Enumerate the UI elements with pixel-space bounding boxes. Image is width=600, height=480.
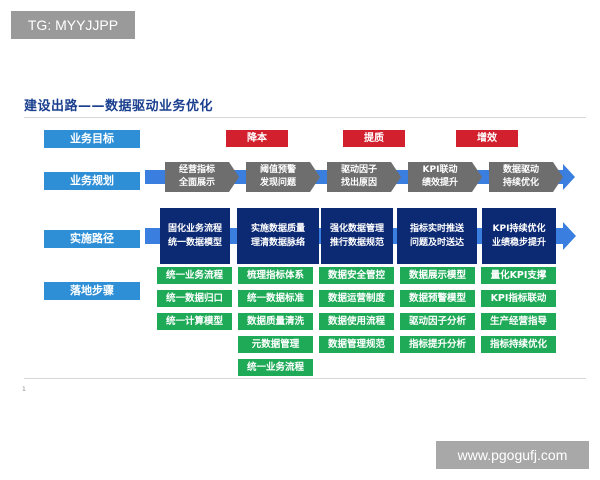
step-item: 统一业务流程 <box>238 359 313 376</box>
path-box-5: KPI持续优化业绩稳步提升 <box>482 208 556 264</box>
goal-cost: 降本 <box>226 130 288 147</box>
title-divider <box>24 117 586 118</box>
step-item: 数据管理规范 <box>319 336 394 353</box>
goal-efficiency: 增效 <box>456 130 518 147</box>
planning-arrowhead-icon <box>563 164 575 190</box>
step-item: 量化KPI支撑 <box>481 267 556 284</box>
step-item: 统一数据归口 <box>157 290 232 307</box>
step-item: 数据展示模型 <box>400 267 475 284</box>
planning-box-3: 驱动因子找出原因 <box>327 162 391 192</box>
step-item: 指标提升分析 <box>400 336 475 353</box>
chevron-right-icon <box>229 162 239 192</box>
path-box-4: 指标实时推送问题及时送达 <box>397 208 477 264</box>
watermark-url: www.pgogufj.com <box>436 441 589 469</box>
path-box-3: 强化数据管理推行数据规范 <box>321 208 393 264</box>
path-box-2: 实施数据质量理清数据脉络 <box>237 208 319 264</box>
chevron-right-icon <box>310 162 320 192</box>
step-item: 统一业务流程 <box>157 267 232 284</box>
step-item: 数据使用流程 <box>319 313 394 330</box>
bottom-divider <box>24 378 586 379</box>
planning-box-4: KPI联动绩效提升 <box>408 162 472 192</box>
step-item: 指标持续优化 <box>481 336 556 353</box>
chevron-right-icon <box>391 162 401 192</box>
row-label-path: 实施路径 <box>44 230 140 248</box>
path-arrowhead-icon <box>563 222 576 250</box>
step-item: 元数据管理 <box>238 336 313 353</box>
planning-box-1: 经营指标全面展示 <box>165 162 229 192</box>
step-item: 驱动因子分析 <box>400 313 475 330</box>
row-label-goal: 业务目标 <box>44 130 140 148</box>
page-number: 1 <box>22 386 26 393</box>
tag-label: TG: MYYJJPP <box>11 11 135 39</box>
slide-title: 建设出路——数据驱动业务优化 <box>24 99 214 114</box>
row-label-steps: 落地步骤 <box>44 282 140 300</box>
step-item: 统一数据标准 <box>238 290 313 307</box>
chevron-right-icon <box>472 162 482 192</box>
goal-quality: 提质 <box>343 130 405 147</box>
step-item: 梳理指标体系 <box>238 267 313 284</box>
chevron-right-icon <box>553 162 563 192</box>
row-label-planning: 业务规划 <box>44 172 140 190</box>
path-box-1: 固化业务流程统一数据模型 <box>160 208 230 264</box>
step-item: KPI指标联动 <box>481 290 556 307</box>
step-item: 数据预警模型 <box>400 290 475 307</box>
step-item: 数据安全管控 <box>319 267 394 284</box>
step-item: 生产经营指导 <box>481 313 556 330</box>
planning-box-5: 数据驱动持续优化 <box>489 162 553 192</box>
step-item: 数据运营制度 <box>319 290 394 307</box>
step-item: 统一计算模型 <box>157 313 232 330</box>
planning-box-2: 阈值预警发现问题 <box>246 162 310 192</box>
step-item: 数据质量清洗 <box>238 313 313 330</box>
